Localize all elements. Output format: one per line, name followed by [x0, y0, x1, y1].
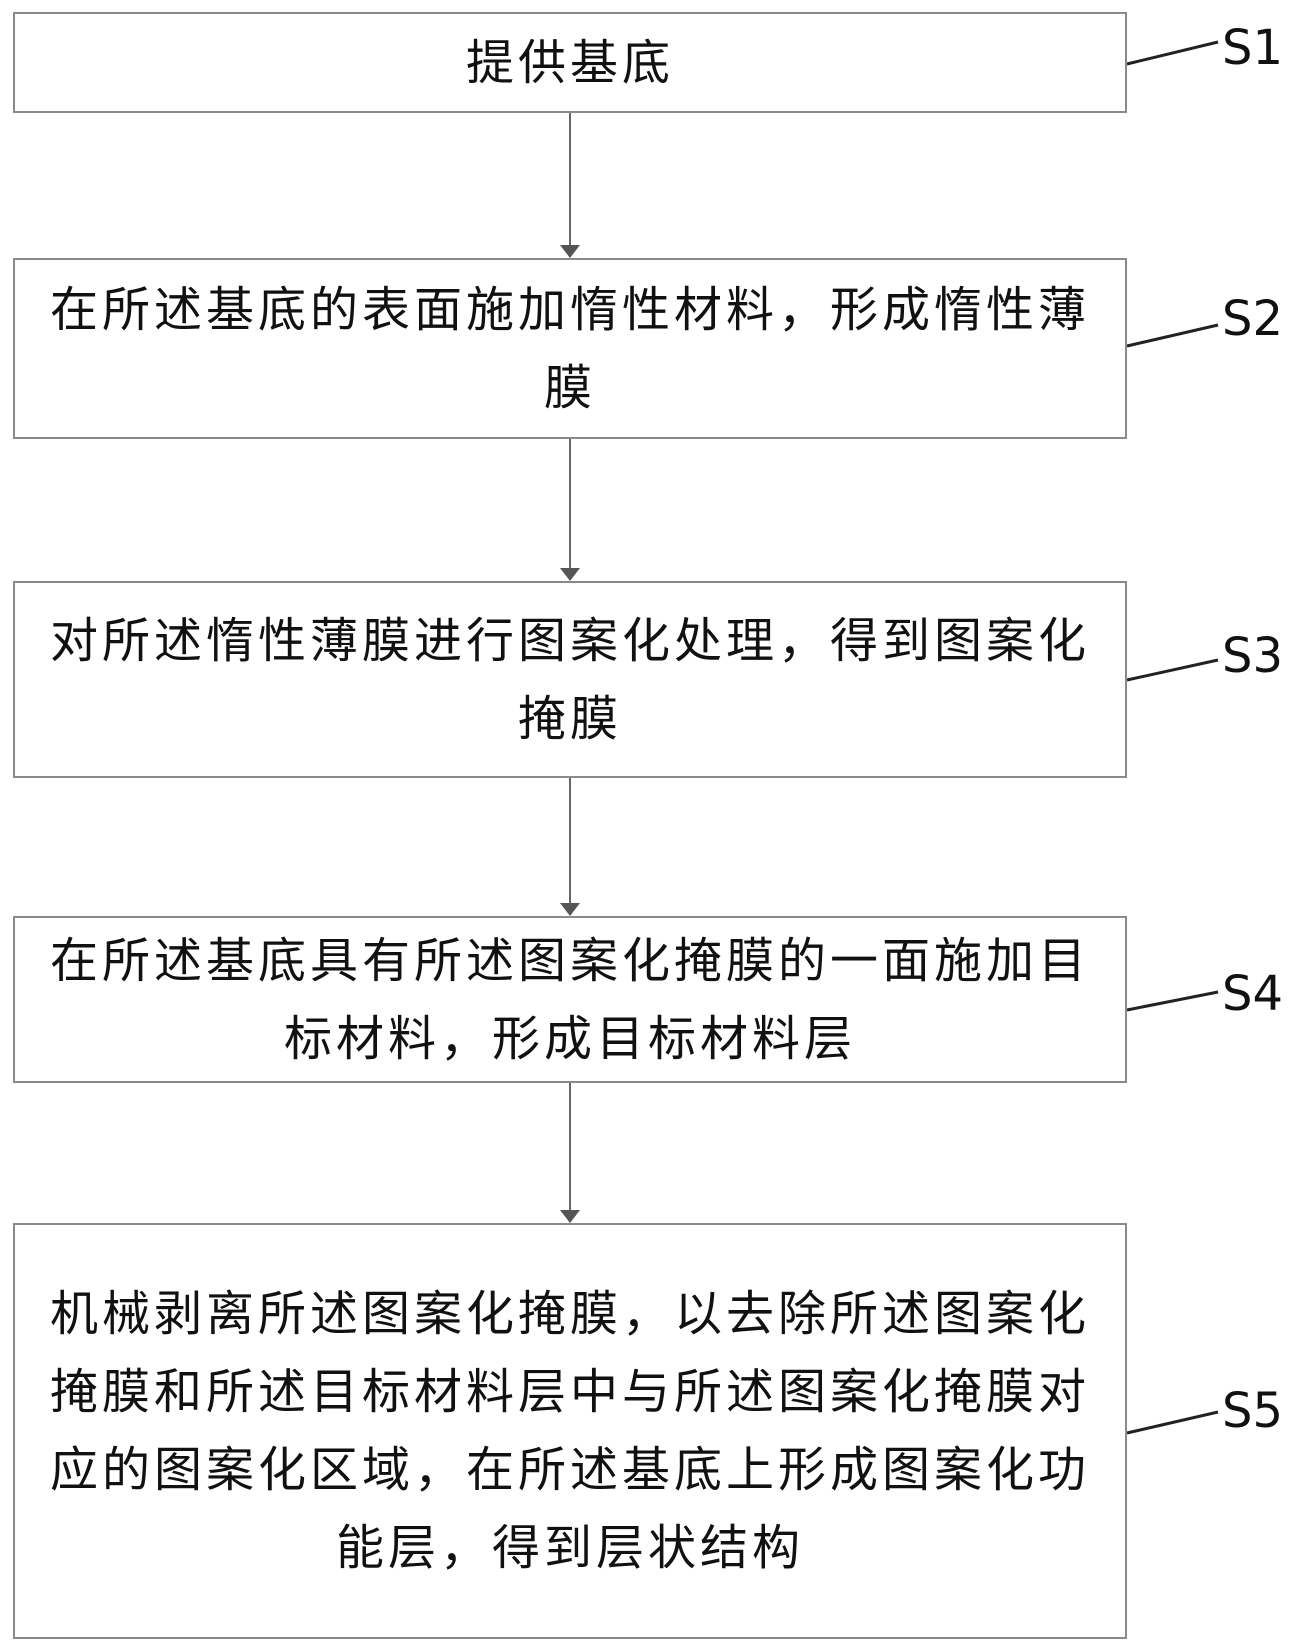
step-box-s3: 对所述惰性薄膜进行图案化处理，得到图案化掩膜 — [13, 581, 1127, 778]
leader-line-s4 — [1126, 990, 1219, 1012]
step-box-s4: 在所述基底具有所述图案化掩膜的一面施加目标材料，形成目标材料层 — [13, 916, 1127, 1083]
step-text-s2: 在所述基底的表面施加惰性材料，形成惰性薄膜 — [49, 281, 1090, 416]
step-box-s1: 提供基底 — [13, 12, 1127, 113]
step-text-s4: 在所述基底具有所述图案化掩膜的一面施加目标材料，形成目标材料层 — [49, 932, 1090, 1067]
flow-arrow-s1-s2 — [560, 113, 580, 258]
step-label-s5: S5 — [1222, 1383, 1284, 1439]
step-box-s5: 机械剥离所述图案化掩膜，以去除所述图案化掩膜和所述目标材料层中与所述图案化掩膜对… — [13, 1223, 1127, 1639]
leader-line-s5 — [1126, 1410, 1219, 1435]
flow-arrow-s3-s4 — [560, 778, 580, 916]
step-label-s3: S3 — [1222, 628, 1284, 684]
step-label-s2: S2 — [1222, 291, 1284, 347]
step-text-s5: 机械剥离所述图案化掩膜，以去除所述图案化掩膜和所述目标材料层中与所述图案化掩膜对… — [49, 1286, 1090, 1576]
step-label-s1: S1 — [1222, 20, 1284, 76]
leader-line-s3 — [1126, 658, 1219, 682]
flow-arrow-s2-s3 — [560, 439, 580, 581]
leader-line-s1 — [1126, 40, 1219, 66]
leader-line-s2 — [1126, 323, 1219, 348]
step-text-s1: 提供基底 — [465, 34, 674, 91]
step-text-s3: 对所述惰性薄膜进行图案化处理，得到图案化掩膜 — [49, 612, 1090, 747]
step-box-s2: 在所述基底的表面施加惰性材料，形成惰性薄膜 — [13, 258, 1127, 439]
flow-arrow-s4-s5 — [560, 1083, 580, 1223]
step-label-s4: S4 — [1222, 966, 1284, 1022]
